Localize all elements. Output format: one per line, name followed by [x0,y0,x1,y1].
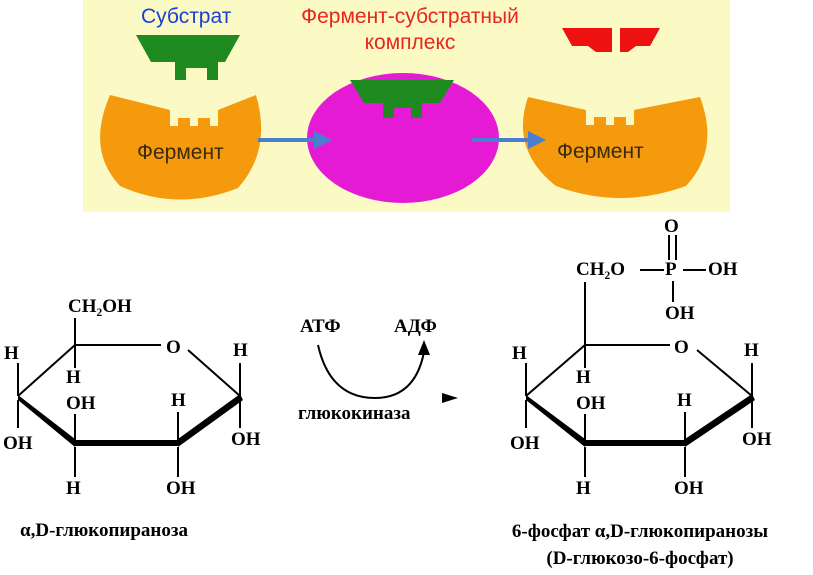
reactant-h-inner-right: H [171,390,186,411]
enzyme-name-label: глюкокиназа [298,403,411,424]
substrate-label: Субстрат [141,5,232,28]
arrow-to-complex [258,131,332,149]
complex-label: Фермент-субстратный комплекс [270,4,550,56]
product-left-shape [562,28,612,52]
product-ring-oxygen: O [674,337,689,358]
product-ring [525,235,755,477]
product-oh-bottom: OH [674,478,704,499]
product-phosphate-o-top: O [664,216,679,237]
reactant-oh-left: OH [3,433,33,454]
product-phosphate-oh-right: OH [708,259,738,280]
product-oh-right: OH [742,429,772,450]
atp-label: АТФ [300,316,341,337]
product-caption-line2: (D-глюкозо-6-фосфат) [546,548,734,569]
product-oh-left: OH [510,433,540,454]
enzyme-label-left: Фермент [137,141,224,164]
reactant-h-left: H [4,343,19,364]
reactant-oh-inner: OH [66,393,96,414]
enzyme-label-right: Фермент [557,140,644,163]
product-h-top-inner: H [576,367,591,388]
reactant-caption: α,D-глюкопираноза [20,520,188,541]
product-phosphorus: P [665,259,677,280]
product-oh-inner: OH [576,393,606,414]
product-caption-line1: 6-фосфат α,D-глюкопиранозы [511,521,769,542]
reactant-ring-oxygen: O [166,337,181,358]
product-caption: 6-фосфат α,D-глюкопиранозы (D-глюкозо-6-… [470,518,810,572]
enzyme-left-shape [100,95,262,200]
arrow-to-product [472,131,546,149]
cofactor-curved-arrow [317,340,430,400]
adp-label: АДФ [394,316,437,337]
reactant-h-bottom: H [66,478,81,499]
enzyme-right-shape [522,97,708,198]
reactant-oh-bottom: OH [166,478,196,499]
product-phosphate-oh-bottom: OH [665,303,695,324]
reactant-h-top-inner: H [66,367,81,388]
reactant-h-right: H [233,340,248,361]
product-right-shape [620,28,660,52]
product-h-right: H [744,340,759,361]
complex-shape [307,73,499,203]
product-ch2o: CH₂O [576,259,625,280]
reactant-ring [17,318,243,477]
complex-label-line1: Фермент-субстратный [301,5,519,28]
complex-substrate-shape [350,80,454,118]
reactant-ch2oh: CH₂OH [68,296,132,317]
reaction-arrow [442,393,458,403]
complex-label-line2: комплекс [364,31,456,54]
substrate-shape [136,35,240,80]
enzyme-scheme-shapes [100,28,708,203]
product-h-bottom: H [576,478,591,499]
reactant-oh-right: OH [231,429,261,450]
product-h-inner-right: H [677,390,692,411]
product-h-left: H [512,343,527,364]
